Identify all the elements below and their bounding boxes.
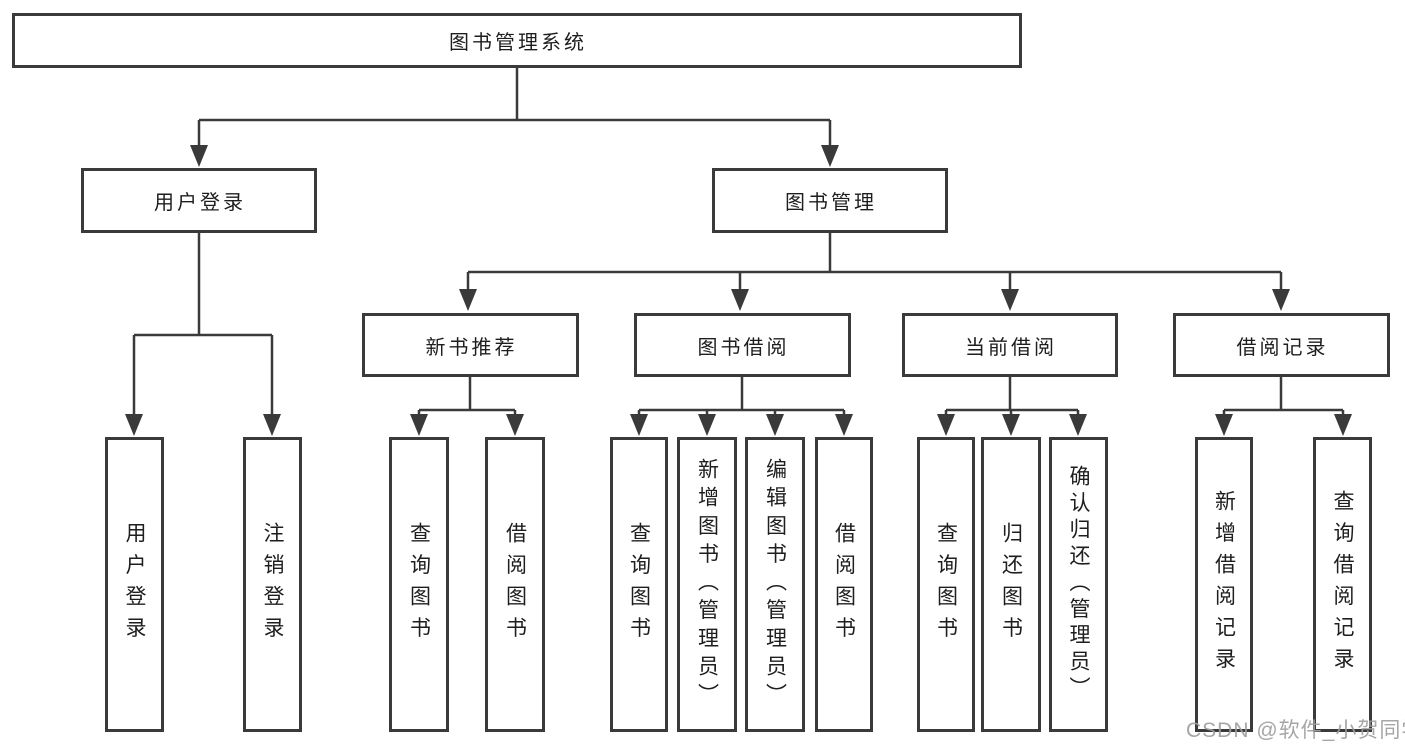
leaf-query-borrow-record-label: 查询借阅记录 bbox=[1331, 490, 1354, 679]
node-new-book-recommend-label: 新书推荐 bbox=[425, 336, 518, 359]
leaf-query-books-3-label: 查询图书 bbox=[934, 521, 958, 648]
node-book-borrow: 图书借阅 bbox=[634, 313, 851, 377]
leaf-borrow-books-2: 借阅图书 bbox=[815, 437, 873, 732]
node-root-label: 图书管理系统 bbox=[449, 32, 587, 54]
leaf-borrow-books-1-label: 借阅图书 bbox=[503, 521, 527, 648]
leaf-add-borrow-record-label: 新增借阅记录 bbox=[1212, 490, 1236, 679]
leaf-return-book: 归还图书 bbox=[981, 437, 1041, 732]
leaf-confirm-return-admin-label: 确认归还（管理员） bbox=[1067, 465, 1090, 704]
leaf-user-login-label: 用户登录 bbox=[123, 521, 146, 648]
node-current-borrow-label: 当前借阅 bbox=[965, 336, 1057, 359]
leaf-edit-book-admin-label: 编辑图书（管理员） bbox=[763, 457, 787, 712]
leaf-add-borrow-record: 新增借阅记录 bbox=[1195, 437, 1253, 732]
arrowheads bbox=[125, 145, 1352, 436]
leaf-borrow-books-1: 借阅图书 bbox=[485, 437, 545, 732]
leaf-add-book-admin: 新增图书（管理员） bbox=[677, 437, 737, 732]
node-root: 图书管理系统 bbox=[12, 13, 1022, 68]
node-borrow-records: 借阅记录 bbox=[1173, 313, 1390, 377]
leaf-logout-label: 注销登录 bbox=[261, 521, 284, 648]
node-user-login-label: 用户登录 bbox=[154, 192, 246, 214]
leaf-borrow-books-2-label: 借阅图书 bbox=[832, 521, 856, 648]
node-new-book-recommend: 新书推荐 bbox=[362, 313, 579, 377]
leaf-query-books-1-label: 查询图书 bbox=[407, 521, 431, 648]
leaf-query-books-2: 查询图书 bbox=[610, 437, 668, 732]
node-book-management-label: 图书管理 bbox=[785, 192, 877, 214]
watermark: CSDN @软件_小贺同学 bbox=[1186, 719, 1405, 742]
leaf-logout: 注销登录 bbox=[243, 437, 302, 732]
leaf-user-login: 用户登录 bbox=[105, 437, 164, 732]
leaf-edit-book-admin: 编辑图书（管理员） bbox=[745, 437, 805, 732]
leaf-return-book-label: 归还图书 bbox=[999, 521, 1023, 648]
leaf-query-borrow-record: 查询借阅记录 bbox=[1313, 437, 1372, 732]
node-user-login: 用户登录 bbox=[81, 168, 317, 233]
node-current-borrow: 当前借阅 bbox=[902, 313, 1118, 377]
leaf-add-book-admin-label: 新增图书（管理员） bbox=[695, 457, 719, 712]
node-borrow-records-label: 借阅记录 bbox=[1236, 336, 1329, 359]
node-book-borrow-label: 图书借阅 bbox=[697, 336, 790, 359]
node-book-management: 图书管理 bbox=[712, 168, 948, 233]
leaf-query-books-2-label: 查询图书 bbox=[627, 521, 651, 648]
leaf-query-books-1: 查询图书 bbox=[389, 437, 449, 732]
leaf-query-books-3: 查询图书 bbox=[917, 437, 975, 732]
leaf-confirm-return-admin: 确认归还（管理员） bbox=[1049, 437, 1108, 732]
